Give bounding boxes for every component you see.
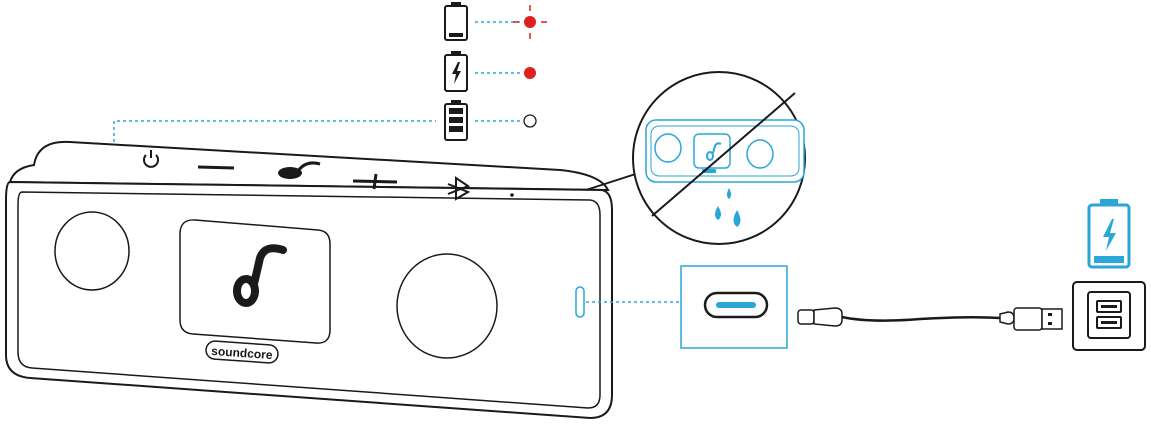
usb-c-port-callout [586,265,788,349]
water-drops-icon [715,188,741,227]
usb-c-port-icon [703,291,769,319]
battery-low-icon [444,2,468,41]
bassup-icon [278,161,321,179]
battery-charging-row [444,51,536,92]
speaker-front: soundcore [54,211,585,364]
slash-line [651,92,796,217]
bluetooth-icon [447,176,471,201]
usb-c-to-usb-a-cable-icon [797,307,1063,331]
red-led-flashing-icon [513,5,547,39]
soundcore-note-logo [233,244,287,307]
side-port-highlight [575,286,585,318]
battery-full-row [444,100,537,141]
speaker-inset-icon [645,119,805,183]
status-led-icon [510,193,514,197]
waterproof-callout [585,71,806,245]
volume-down-icon [197,165,235,170]
volume-up-icon [352,173,398,190]
speaker-top-buttons [143,150,514,201]
right-driver [396,253,498,359]
left-driver [54,211,130,291]
soundcore-wordmark-badge: soundcore [205,340,279,364]
battery-charging-blue-icon [1087,199,1131,269]
battery-charging-icon [444,51,468,92]
led-off-icon [523,114,537,128]
red-led-solid-icon [524,67,536,79]
brand-wordmark: soundcore [211,344,273,362]
power-icon [143,150,159,168]
battery-low-row [444,2,547,41]
battery-full-icon [444,100,468,141]
usb-wall-charger-icon [1072,281,1146,351]
